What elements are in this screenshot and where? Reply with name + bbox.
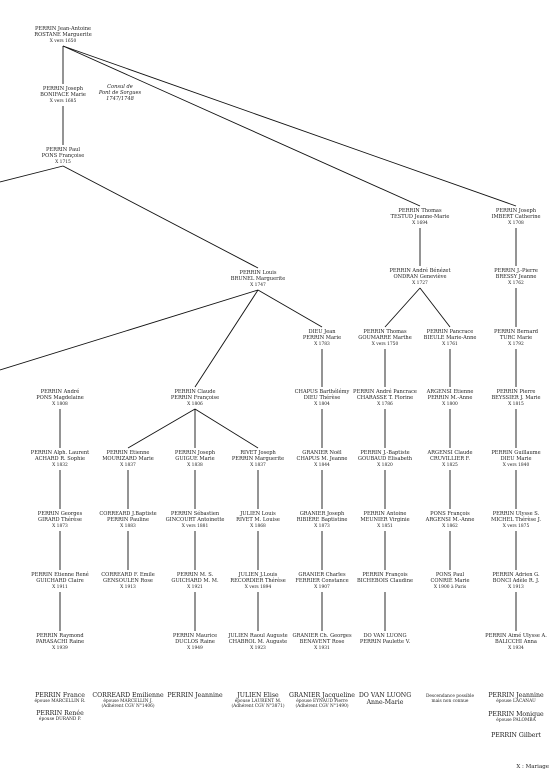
lineage-line: [0, 289, 259, 371]
descendant-entry: PERRIN Jeannine: [167, 692, 223, 699]
lineage-line: [62, 45, 421, 207]
legend: X : Mariage: [516, 764, 549, 770]
lineage-line: [0, 165, 64, 183]
person-node: PERRIN M. S.GUICHARD M. M.X 1921: [171, 572, 219, 590]
lineage-line: [127, 408, 196, 449]
consul-note: Consul de Pont de Sorgues 1747/1748: [98, 84, 142, 103]
lineage-line: [419, 287, 451, 328]
lineage-line: [194, 289, 259, 388]
lineage-line: [194, 408, 259, 449]
person-node: PERRIN Adrien G.BONCI Adèle R. J.X 1913: [492, 572, 540, 590]
person-node: PERRIN Ulysse S.MICHEL Thérèse J.X vers …: [491, 511, 541, 529]
lineage-line: [62, 165, 259, 269]
descendant-entry: PERRIN Gilbert: [491, 732, 541, 739]
lineage-line: [257, 289, 323, 328]
lineage-line: [62, 45, 517, 207]
lineage-line: [384, 287, 421, 328]
